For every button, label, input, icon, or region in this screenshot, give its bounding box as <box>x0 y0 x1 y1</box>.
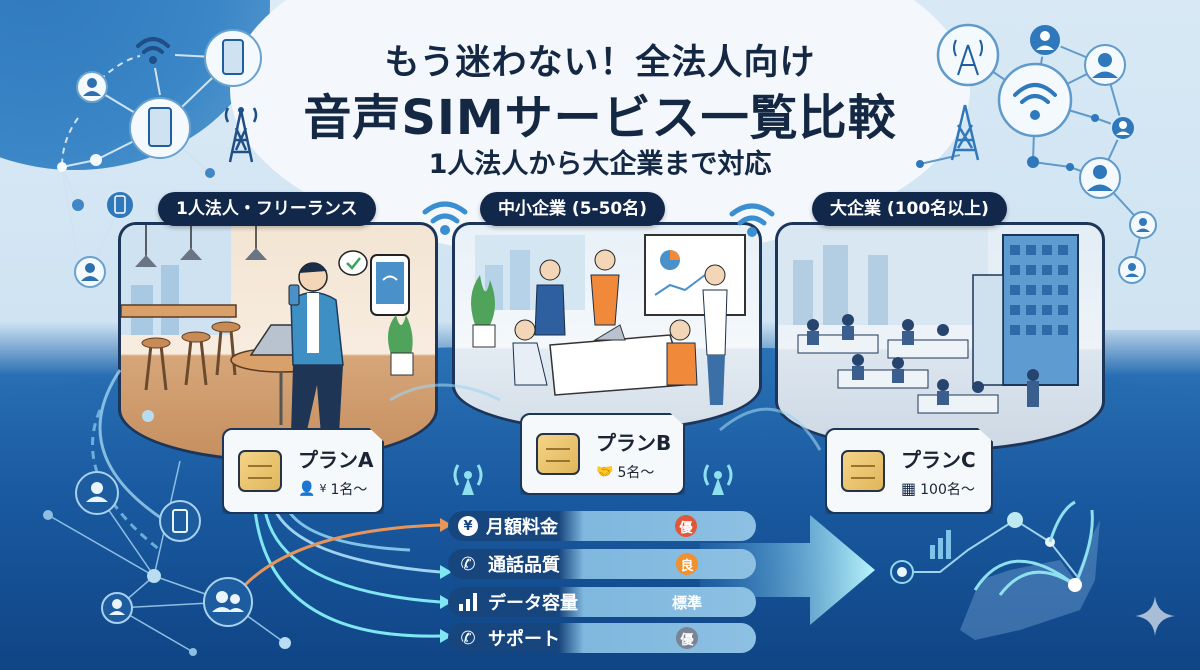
wifi-icon <box>729 203 775 237</box>
rating-badge: 優 <box>675 515 697 537</box>
handshake-icon: 🤝 <box>596 463 614 480</box>
network-diagram-right <box>916 23 1157 284</box>
comparison-row-data-capacity: データ容量 標準 <box>448 587 756 617</box>
comparison-label: 月額料金 <box>486 517 558 538</box>
title-subtitle: 1人法人から大企業まで対応 <box>428 149 772 180</box>
big-forward-arrow <box>700 515 875 625</box>
sparkle-icon <box>1135 596 1175 636</box>
wifi-icon <box>136 37 170 54</box>
comparison-row-monthly-fee: ¥ 月額料金 優 <box>448 511 756 541</box>
comparison-row-call-quality: ✆ 通話品質 良 <box>448 549 756 579</box>
plan-card-a[interactable]: プランA 👤 ¥ 1名〜 <box>222 428 384 514</box>
japan-map <box>960 520 1100 640</box>
network-diagram-left <box>57 29 262 288</box>
plan-card-c[interactable]: プランC ▦ 100名〜 <box>825 428 993 514</box>
antenna-icon <box>453 464 733 486</box>
sim-chip-icon <box>536 433 580 475</box>
comparison-label: 通話品質 <box>488 555 560 576</box>
title-main: 音声SIMサービス一覧比較 <box>303 90 897 146</box>
plan-min-users: 1名〜 <box>330 481 368 498</box>
segment-label-sme: 中小企業 (5-50名) <box>480 192 665 226</box>
phone-icon: ✆ <box>460 553 476 575</box>
sim-chip-icon <box>841 450 885 492</box>
yen-mark: ¥ <box>319 482 327 495</box>
phone-icon: ✆ <box>460 627 476 649</box>
comparison-label: サポート <box>488 629 560 650</box>
yen-icon: ¥ <box>458 516 478 536</box>
wifi-icon <box>1013 83 1057 104</box>
scene-freelancer-cafe <box>118 222 438 462</box>
plan-min-users: 100名〜 <box>920 481 975 498</box>
cell-tower-icon <box>224 107 258 163</box>
cell-tower-icon <box>950 104 980 161</box>
comparison-label: データ容量 <box>488 593 578 614</box>
rating-text: 標準 <box>671 593 702 612</box>
person-icon: 👤 <box>298 480 316 497</box>
title-line-1: もう迷わない！全法人向け <box>384 43 816 83</box>
segment-label-freelance: 1人法人・フリーランス <box>158 192 376 226</box>
freelancer-illustration <box>121 225 414 435</box>
plan-card-b[interactable]: プランB 🤝 5名〜 <box>520 413 685 495</box>
building-icon: ▦ <box>901 479 917 498</box>
wifi-icon <box>422 201 468 235</box>
plan-min-users: 5名〜 <box>617 464 655 481</box>
small-office-illustration <box>471 234 746 405</box>
segment-label-enterprise: 大企業 (100名以上) <box>812 192 1007 226</box>
enterprise-illustration <box>778 225 1079 414</box>
sim-chip-icon <box>238 450 282 492</box>
comparison-row-support: ✆ サポート 優 <box>448 623 756 653</box>
flow-lines <box>43 369 1100 656</box>
plan-name: プランA <box>298 447 374 472</box>
signal-bars-icon <box>456 590 480 614</box>
plan-name: プランC <box>901 447 976 472</box>
plan-name: プランB <box>596 430 672 455</box>
rating-badge: 良 <box>676 553 698 575</box>
rating-badge: 優 <box>676 627 698 649</box>
scene-large-enterprise <box>775 222 1105 452</box>
